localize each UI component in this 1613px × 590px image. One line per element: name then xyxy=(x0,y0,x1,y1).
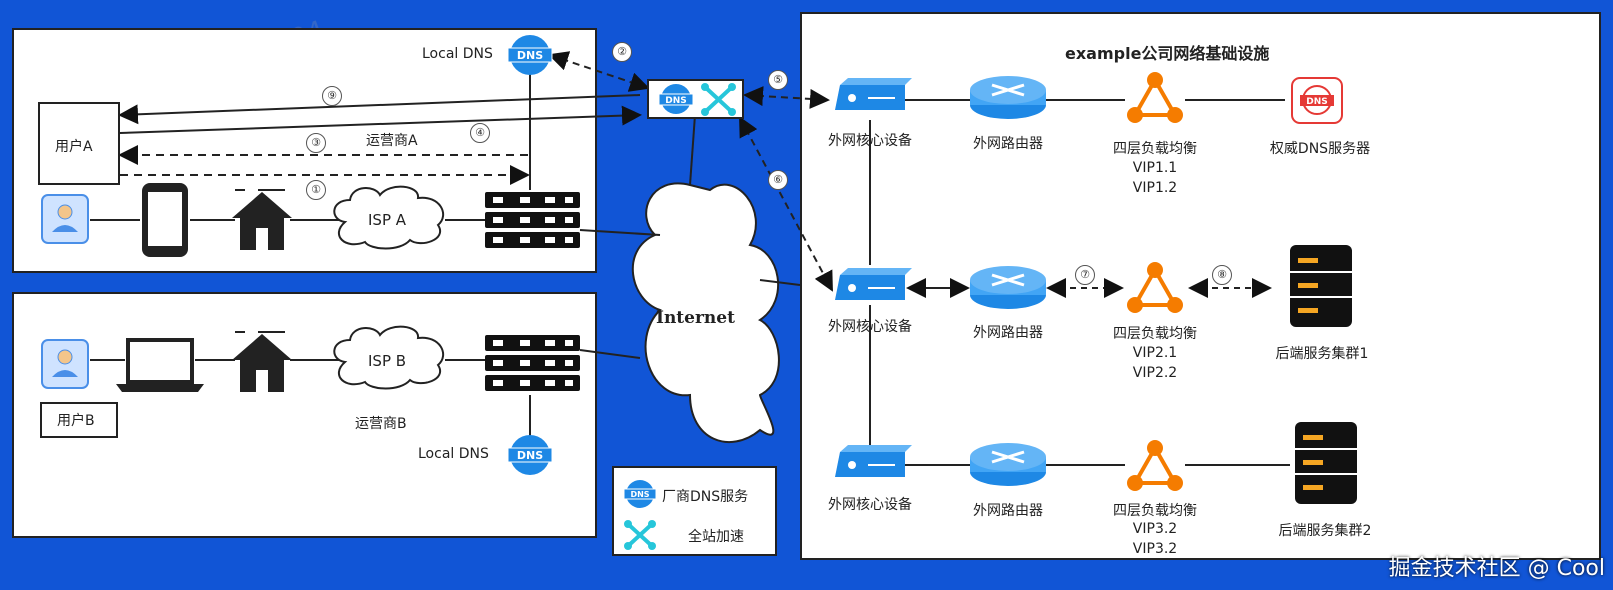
load-balancer-label: 四层负载均衡 xyxy=(1113,326,1197,342)
router-icon xyxy=(970,76,1046,119)
core-switch-icon xyxy=(835,268,912,300)
router-label: 外网路由器 xyxy=(973,136,1043,152)
core-switch-icon xyxy=(835,78,912,110)
server-rack-icon xyxy=(485,192,580,248)
footer-credit: 掘金技术社区 @ Cool xyxy=(1388,556,1605,581)
legend-dns-icon: DNS xyxy=(623,480,657,508)
backend-server-icon xyxy=(1295,422,1357,504)
user-a-avatar-icon xyxy=(41,194,89,244)
user-a-label: 用户A xyxy=(55,139,93,155)
legend-acceleration-icon xyxy=(624,520,656,550)
legend-dns-label: 厂商DNS服务 xyxy=(662,489,749,505)
isp-a-cloud xyxy=(333,185,445,250)
authoritative-dns-label: 权威DNS服务器 xyxy=(1269,141,1371,157)
load-balancer-label: 四层负载均衡 xyxy=(1113,141,1197,157)
load-balancer-icon xyxy=(1127,440,1183,491)
step-marker: ③ xyxy=(306,133,326,153)
vip-label: VIP1.1 xyxy=(1132,160,1178,176)
step-marker: ④ xyxy=(470,123,490,143)
isp-b-cloud xyxy=(333,325,445,390)
load-balancer-icon xyxy=(1127,262,1183,313)
core-device-label: 外网核心设备 xyxy=(828,133,912,149)
router-icon xyxy=(970,266,1046,309)
svg-text:DNS: DNS xyxy=(630,490,649,499)
home-icon xyxy=(232,331,292,392)
vendor-dns-acceleration-box: DNS xyxy=(647,79,744,119)
vip-label: VIP2.2 xyxy=(1132,365,1178,381)
phone-icon xyxy=(142,183,188,257)
svg-text:DNS: DNS xyxy=(1306,97,1328,107)
router-icon xyxy=(970,443,1046,486)
backend-server-icon xyxy=(1290,245,1352,327)
core-device-label: 外网核心设备 xyxy=(828,497,912,513)
internet-label: Internet xyxy=(656,308,735,328)
load-balancer-icon xyxy=(1127,72,1183,123)
step-marker: ① xyxy=(306,180,326,200)
home-icon xyxy=(232,189,292,250)
step-marker: ⑦ xyxy=(1075,265,1095,285)
isp-a-label: ISP A xyxy=(368,211,407,229)
core-device-label: 外网核心设备 xyxy=(828,319,912,335)
user-a-box xyxy=(38,102,120,185)
vip-label: VIP3.2 xyxy=(1132,541,1178,557)
user-b-box xyxy=(40,402,118,438)
carrier-b-label: 运营商B xyxy=(355,416,407,432)
dns-globe-icon: DNS xyxy=(507,35,553,75)
svg-text:DNS: DNS xyxy=(517,449,543,462)
infrastructure-title: example公司网络基础设施 xyxy=(1065,44,1270,63)
svg-text:DNS: DNS xyxy=(517,49,543,62)
legend-acceleration-label: 全站加速 xyxy=(688,529,744,545)
svg-text:DNS: DNS xyxy=(665,96,687,106)
router-label: 外网路由器 xyxy=(973,503,1043,519)
router-label: 外网路由器 xyxy=(973,325,1043,341)
backend-cluster-label: 后端服务集群1 xyxy=(1275,346,1369,362)
vip-label: VIP1.2 xyxy=(1132,180,1178,196)
step-marker: ② xyxy=(612,42,632,62)
core-switch-icon xyxy=(835,445,912,477)
laptop-icon xyxy=(116,338,204,392)
local-dns-a-label: Local DNS xyxy=(422,46,493,62)
vip-label: VIP3.2 xyxy=(1132,521,1178,537)
vip-label: VIP2.1 xyxy=(1132,345,1178,361)
step-marker: ⑨ xyxy=(322,86,342,106)
load-balancer-label: 四层负载均衡 xyxy=(1113,503,1197,519)
carrier-a-label: 运营商A xyxy=(366,133,418,149)
user-b-label: 用户B xyxy=(57,413,95,429)
step-marker: ⑥ xyxy=(768,170,788,190)
step-marker: ⑤ xyxy=(768,70,788,90)
backend-cluster-label: 后端服务集群2 xyxy=(1278,523,1372,539)
local-dns-b-label: Local DNS xyxy=(418,446,489,462)
isp-b-label: ISP B xyxy=(368,352,407,370)
server-rack-icon xyxy=(485,335,580,391)
authoritative-dns-icon: DNS xyxy=(1291,77,1343,124)
dns-globe-icon: DNS xyxy=(507,435,553,475)
user-b-avatar-icon xyxy=(41,339,89,389)
step-marker: ⑧ xyxy=(1212,265,1232,285)
